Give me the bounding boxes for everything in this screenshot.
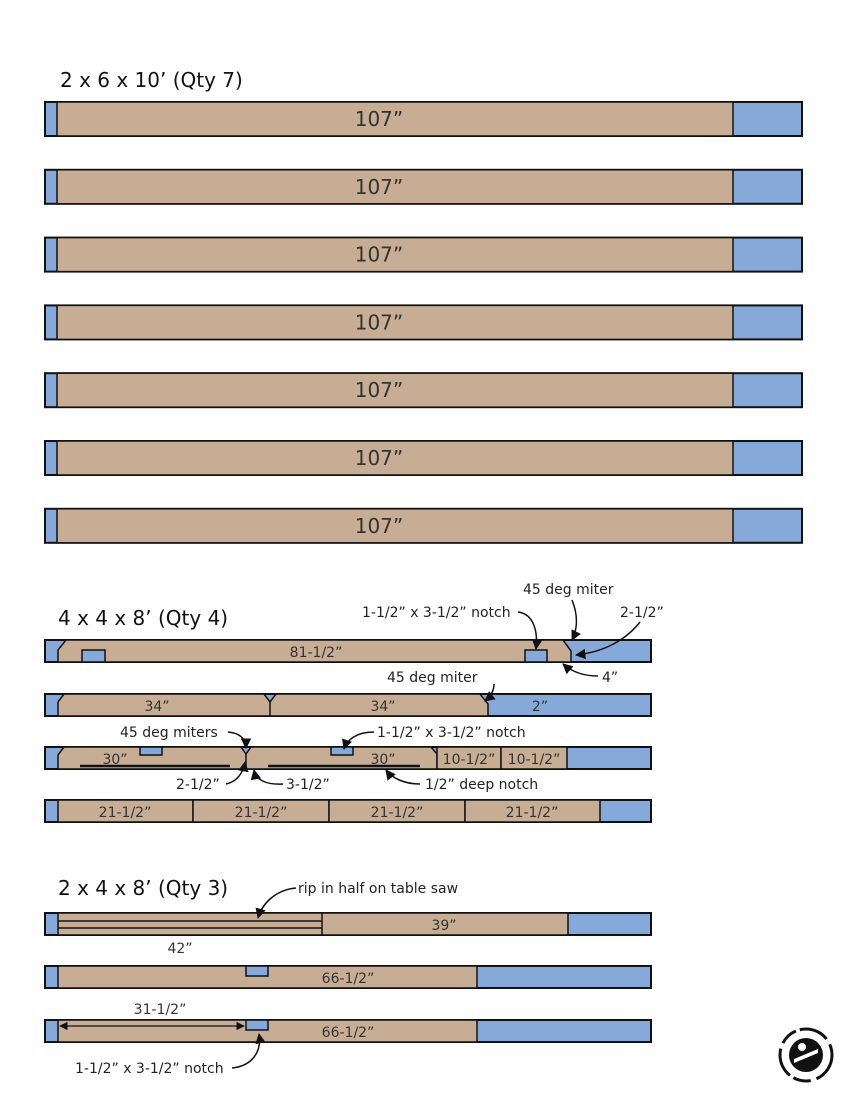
board-2x6-row: 107” (44, 168, 803, 205)
piece-length: 30” (370, 752, 395, 768)
notch (524, 649, 548, 663)
board-2x6-row: 107” (44, 304, 803, 341)
piece-length: 107” (355, 446, 404, 470)
arrow (250, 768, 284, 785)
piece-length: 81-1/2” (290, 645, 343, 661)
board-4x4-row-1: 81-1/2” (44, 639, 652, 663)
cut-piece (56, 508, 734, 544)
cut-piece (56, 169, 734, 205)
arrow (484, 683, 496, 702)
piece-length: 66-1/2” (322, 971, 375, 987)
section-title-4x4: 4 x 4 x 8’ (Qty 4) (58, 606, 228, 630)
board-2x4-row-2: 66-1/2” (44, 965, 652, 989)
annotation-rip: rip in half on table saw (298, 881, 458, 897)
board-2x4-row-3: 66-1/2” (44, 1019, 652, 1043)
notch (139, 746, 163, 756)
notch (245, 965, 269, 977)
cut-piece (56, 101, 734, 137)
annotation-45-miter: 45 deg miter (523, 582, 614, 598)
annotation-notch: 1-1/2” x 3-1/2” notch (362, 605, 511, 621)
annotation-2-5-b: 2-1/2” (176, 777, 220, 793)
board-2x6-row: 107” (44, 101, 803, 137)
annotation-45-miters: 45 deg miters (120, 725, 218, 741)
piece-length: 10-1/2” (508, 752, 561, 768)
arrow (574, 621, 641, 660)
board-2x6-row: 107” (44, 372, 803, 409)
piece-length: 107” (355, 175, 404, 199)
piece-length: 21-1/2” (235, 805, 288, 821)
board-4x4-row-3: 30” 30” 10-1/2” 10-1/2” (44, 746, 652, 770)
cut-piece (500, 746, 568, 770)
piece-length: 21-1/2” (99, 805, 152, 821)
annotations-2x4: rip in half on table saw 1-1/2” x 3-1/2”… (75, 881, 458, 1077)
cut-piece (57, 912, 569, 936)
board-2x4-row-1: 39” (44, 912, 652, 936)
board-group-2x6: 107” 107” 107” 107” 107” 107” 107” (44, 101, 803, 544)
annotation-notch-c: 1-1/2” x 3-1/2” notch (75, 1061, 224, 1077)
piece-length: 21-1/2” (506, 805, 559, 821)
arrow (517, 611, 543, 651)
annotation-4: 4” (602, 670, 618, 686)
piece-length: 34” (144, 699, 169, 715)
piece-length: 30” (102, 752, 127, 768)
piece-length: 107” (355, 107, 404, 131)
rip-length: 42” (167, 941, 192, 957)
logo-head-mark (798, 1043, 806, 1051)
board-4x4-row-4: 21-1/2” 21-1/2” 21-1/2” 21-1/2” (44, 799, 652, 823)
arrow (571, 599, 581, 641)
logo (778, 1027, 834, 1083)
notch (330, 746, 354, 756)
cut-piece (57, 639, 572, 663)
arrow (562, 663, 599, 677)
dimension-label: 31-1/2” (134, 1002, 187, 1018)
board-2x6-row: 107” (44, 440, 803, 476)
piece-length: 10-1/2” (443, 752, 496, 768)
piece-length: 34” (370, 699, 395, 715)
arrow (255, 887, 297, 920)
board-2x6-row: 107” (44, 507, 803, 544)
board-2x6-row: 107” (44, 236, 803, 273)
notch (245, 1019, 269, 1031)
section-title-2x4: 2 x 4 x 8’ (Qty 3) (58, 876, 228, 900)
annotation-deep-notch: 1/2” deep notch (425, 777, 538, 793)
arrow (227, 731, 252, 750)
piece-length: 107” (355, 243, 404, 267)
piece-length: 107” (355, 378, 404, 402)
annotation-2-5: 2-1/2” (620, 605, 664, 621)
piece-length: 2” (532, 699, 548, 715)
cut-piece (56, 440, 734, 476)
annotation-3-5: 3-1/2” (286, 777, 330, 793)
piece-length: 66-1/2” (322, 1025, 375, 1041)
piece-length: 39” (431, 918, 456, 934)
logo-tool-mark (794, 1049, 818, 1063)
cut-piece (464, 799, 601, 823)
arrow (385, 769, 421, 785)
annotation-notch-b: 1-1/2” x 3-1/2” notch (377, 725, 526, 741)
piece-length: 107” (355, 310, 404, 334)
board-4x4-row-2: 34” 34” 2” (44, 693, 652, 717)
annotation-45-miter-b: 45 deg miter (387, 670, 478, 686)
arrow (342, 731, 375, 750)
cut-piece (56, 304, 734, 341)
arrow (231, 1032, 266, 1069)
cut-piece (57, 693, 489, 717)
notch (81, 649, 106, 663)
section-title-2x6: 2 x 6 x 10’ (Qty 7) (60, 68, 243, 92)
logo-ring (778, 1027, 834, 1083)
cut-piece (56, 372, 734, 408)
arrow (225, 760, 249, 785)
piece-length: 21-1/2” (371, 805, 424, 821)
annotations-4x4: 45 deg miter 1-1/2” x 3-1/2” notch 2-1/2… (120, 582, 664, 793)
piece-length: 107” (355, 514, 404, 538)
cut-piece (56, 236, 734, 273)
